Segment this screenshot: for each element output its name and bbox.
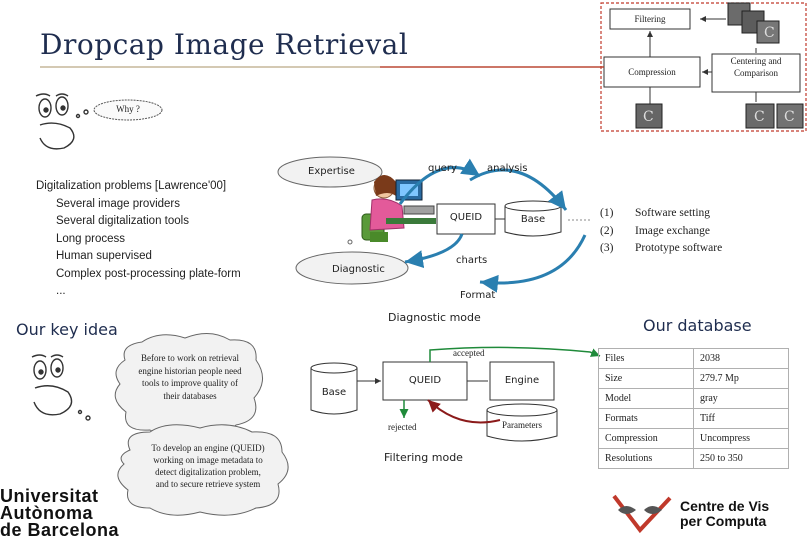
goal-item: Image exchange (635, 224, 711, 237)
user-at-computer-icon (361, 175, 436, 242)
page-title: Dropcap Image Retrieval (40, 28, 409, 61)
table-key: Formats (598, 408, 694, 429)
filter-base-cylinder (310, 362, 358, 415)
analysis-arrow (469, 168, 568, 211)
filter-base-label: Base (321, 387, 347, 398)
problem-item: Complex post-processing plate-form (56, 267, 241, 280)
problem-item: Long process (56, 232, 126, 245)
cvc-logo-icon (612, 494, 672, 534)
why-cloud (93, 99, 163, 121)
filter-queid-label: QUEID (408, 375, 442, 386)
thinking-face-icon-2 (31, 354, 91, 421)
filtering-box (609, 8, 691, 30)
uab-logo-line: Autònoma (0, 503, 93, 523)
table-key: Resolutions (598, 448, 694, 469)
accepted-label: accepted (453, 348, 485, 358)
compression-label: Compression (628, 67, 676, 77)
expertise-label: Expertise (308, 166, 355, 177)
compression-box (603, 56, 701, 88)
base-cylinder (504, 200, 562, 237)
query-arrow (398, 158, 481, 205)
diagnostic-mode-label: Diagnostic mode (388, 311, 481, 324)
parameters-label: Parameters (502, 420, 542, 430)
why-label: Why ? (116, 104, 140, 114)
filtering-mode-label: Filtering mode (384, 451, 463, 464)
format-label: Format (460, 290, 496, 301)
goal-item: Prototype software (635, 242, 723, 254)
problem-item: ... (56, 285, 66, 297)
accepted-arrow (429, 346, 601, 362)
parameters-cylinder (486, 403, 558, 442)
table-key: Compression (598, 428, 694, 449)
table-value: 250 to 350 (693, 448, 789, 469)
problems-heading: Digitalization problems [Lawrence'00] (36, 180, 227, 192)
parameters-arrow (427, 399, 501, 424)
expertise-cloud (277, 156, 383, 188)
queid-label: QUEID (449, 212, 483, 223)
key-idea-text-2: To develop an engine (QUEID) working on … (151, 443, 265, 489)
table-value: gray (693, 388, 789, 409)
charts-label: charts (456, 255, 488, 266)
uab-logo-line: de Barcelona (0, 520, 120, 540)
dropcap-compare-images: C C (745, 103, 804, 129)
problem-item: Human supervised (56, 250, 152, 262)
table-value: Uncompress (693, 428, 789, 449)
problems-list: Digitalization problems [Lawrence'00] Se… (36, 178, 241, 301)
svg-text:C: C (643, 109, 654, 125)
base-label: Base (520, 214, 546, 225)
filter-queid-box (382, 361, 468, 401)
goal-number: (3) (600, 242, 614, 254)
table-value: 279.7 Mp (693, 368, 789, 389)
key-idea-text-1: Before to work on retrieval engine histo… (138, 353, 242, 401)
problem-item: Several image providers (56, 197, 181, 210)
centering-label: Centering and Comparison (730, 56, 782, 78)
charts-arrow (404, 233, 464, 269)
thinking-face-icon (35, 93, 89, 150)
goal-number: (1) (600, 207, 614, 219)
table-key: Files (598, 348, 694, 369)
key-idea-cloud-1 (114, 333, 263, 437)
table-key: Size (598, 368, 694, 389)
database-heading: Our database (643, 316, 752, 335)
table-key: Model (598, 388, 694, 409)
diagnostic-label: Diagnostic (332, 264, 385, 275)
queid-box (436, 203, 496, 235)
filtering-label: Filtering (634, 14, 666, 24)
goals-numbers: (1) (2) (3) (600, 205, 613, 258)
table-value: Tiff (693, 408, 789, 429)
cvc-logo-line: Centre de Vis (680, 498, 770, 514)
uab-logo-line: Universitat (0, 486, 99, 506)
problem-item: Several digitalization tools (56, 215, 189, 227)
query-label: query (428, 163, 457, 174)
goal-number: (2) (600, 224, 614, 237)
rejected-label: rejected (388, 422, 417, 432)
engine-box (489, 361, 555, 401)
svg-text:C: C (764, 25, 775, 41)
engine-label: Engine (504, 375, 540, 386)
dropcap-compressed-image: C (635, 103, 663, 129)
analysis-label: analysis (487, 163, 528, 174)
key-idea-heading: Our key idea (16, 320, 118, 339)
goal-item: Software setting (635, 207, 711, 219)
cvc-logo-text: Centre de Vis per Computa (680, 499, 769, 529)
key-idea-cloud-2 (117, 424, 289, 516)
format-arrow (479, 234, 587, 293)
cvc-logo-line: per Computa (680, 513, 767, 529)
table-value: 2038 (693, 348, 789, 369)
goals-list: Software setting Image exchange Prototyp… (635, 205, 722, 258)
uab-logo: Universitat Autònoma de Barcelona (0, 486, 120, 540)
svg-text:C: C (754, 109, 765, 125)
dropcap-stack-image: C (727, 2, 780, 44)
svg-text:C: C (784, 109, 795, 125)
